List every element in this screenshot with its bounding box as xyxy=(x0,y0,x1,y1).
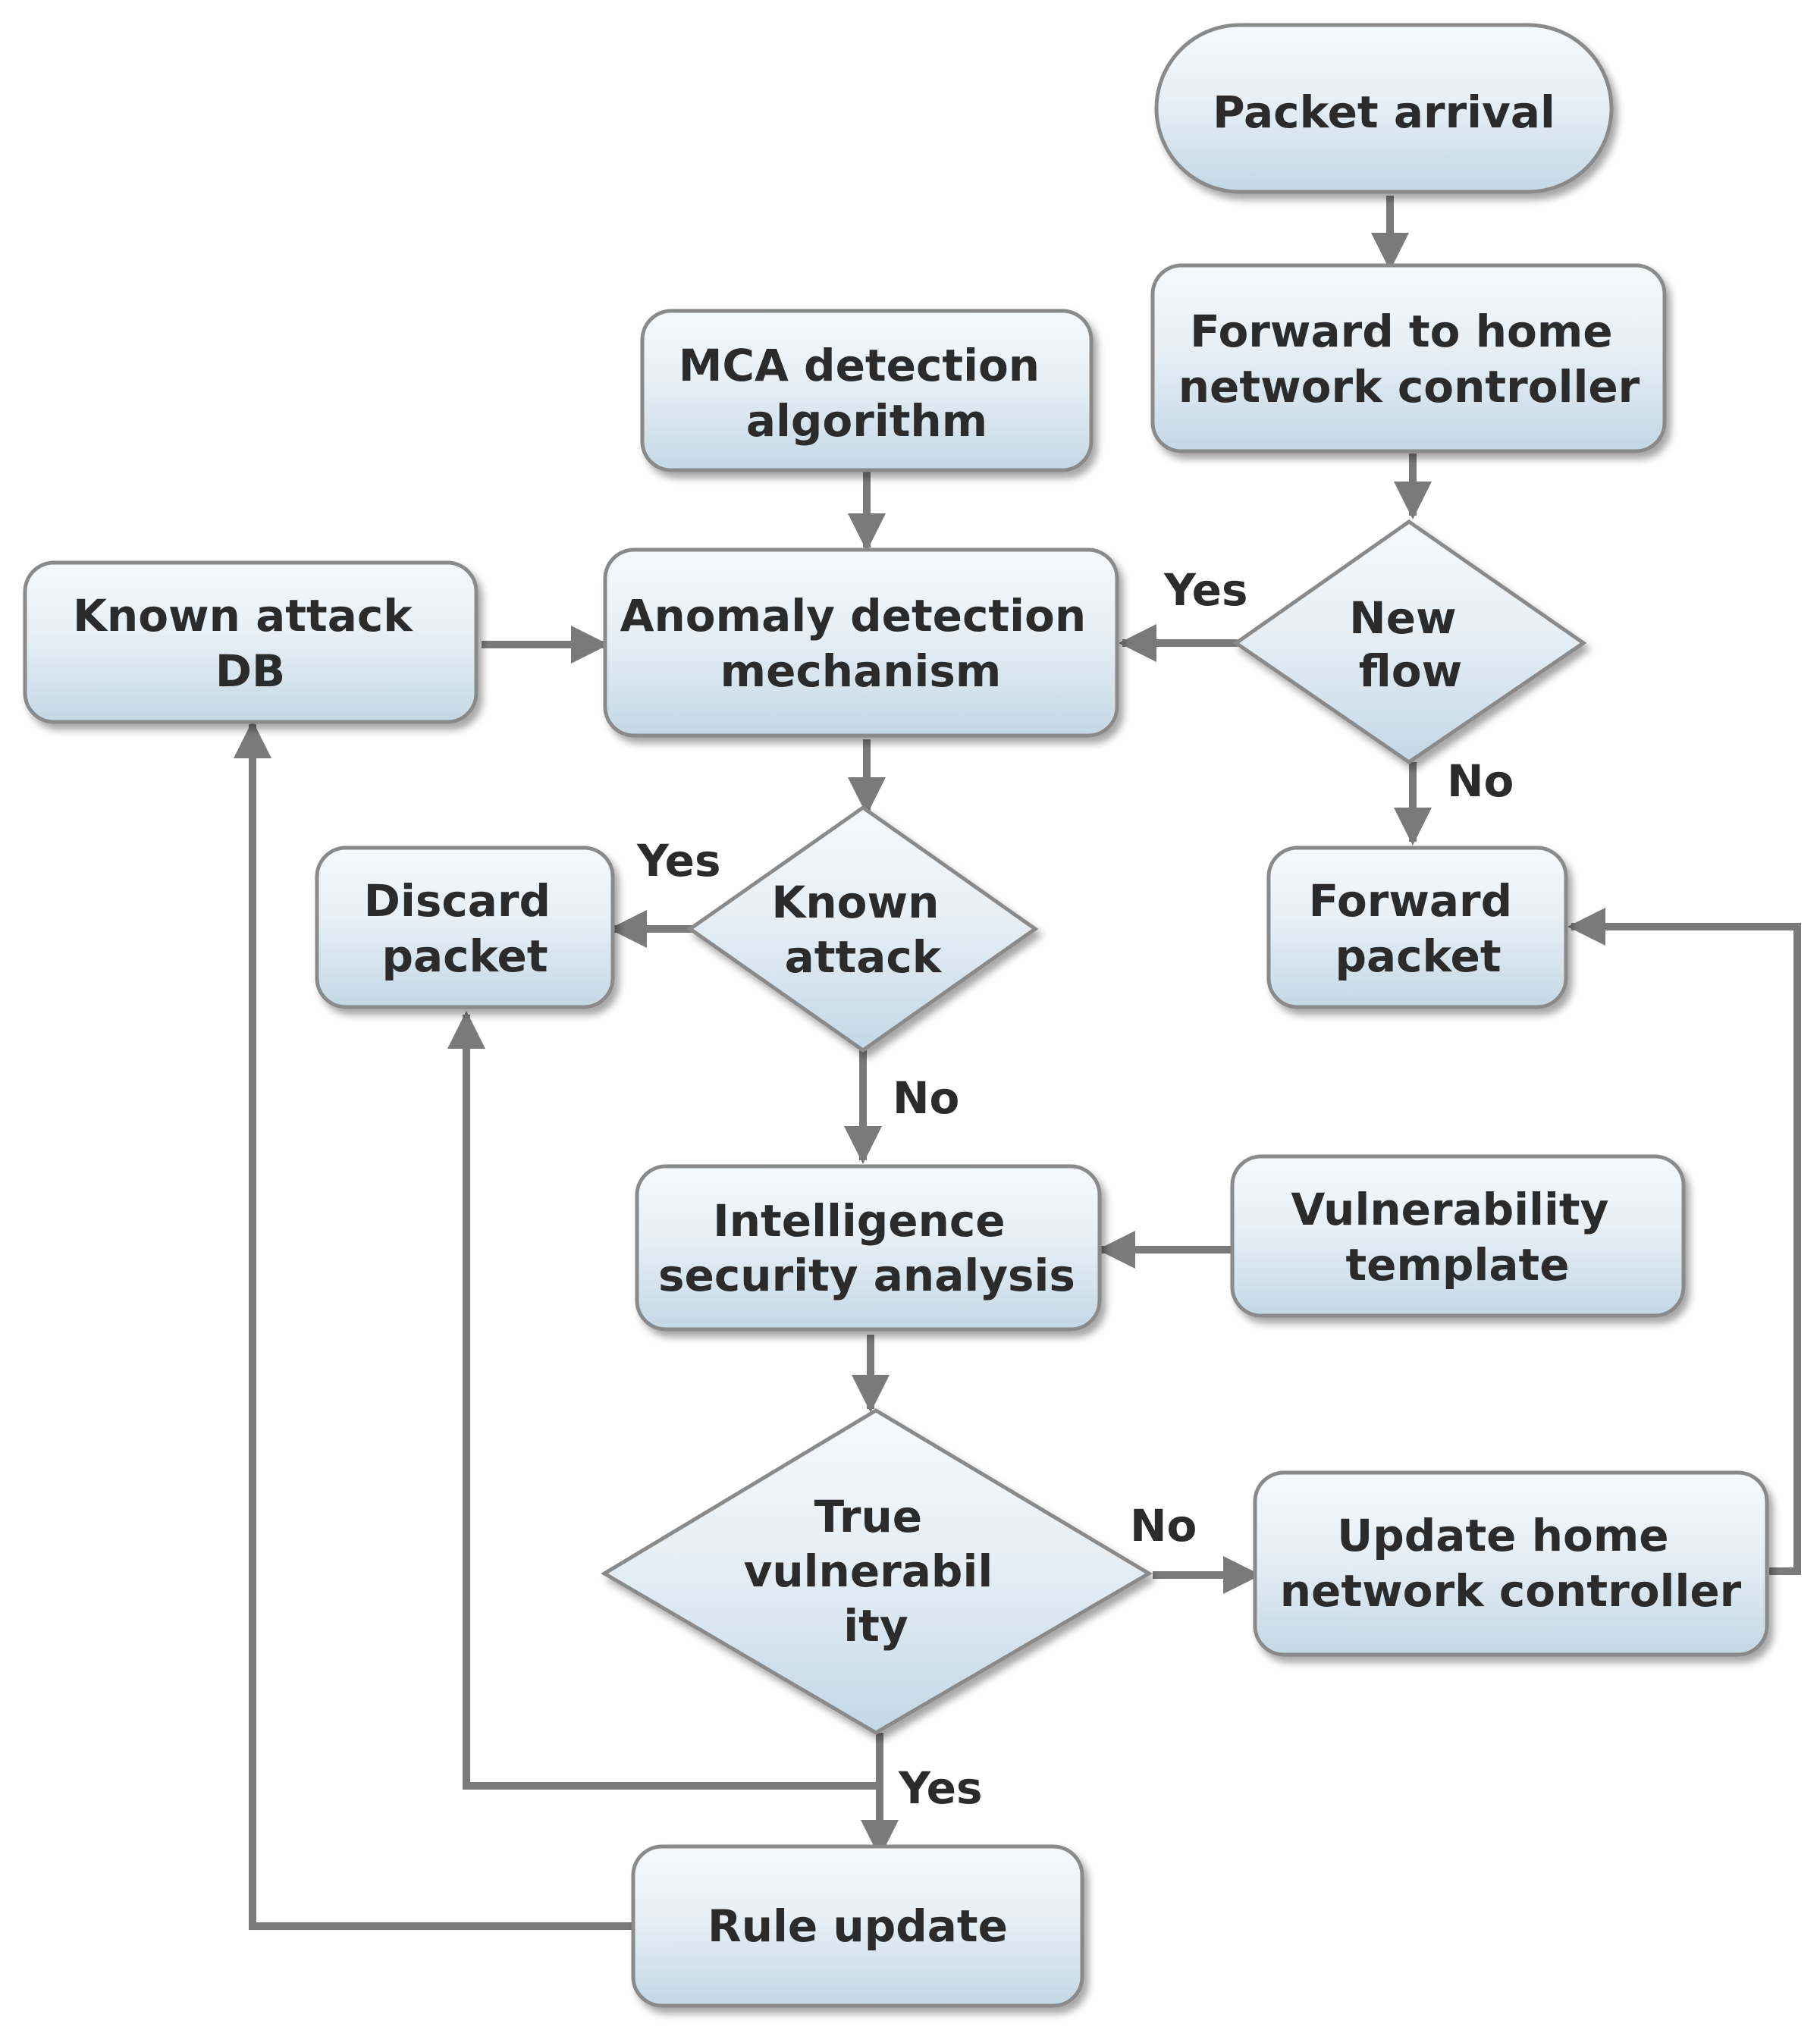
node-label: Packet arrival xyxy=(1213,86,1555,138)
node-discard-packet: Discard packet xyxy=(315,846,615,1009)
node-shape xyxy=(1232,519,1587,765)
node-label-line: Forward xyxy=(1309,875,1513,927)
node-shape xyxy=(1230,1154,1686,1318)
node-anomaly-detection-mechanism: Anomaly detection mechanism xyxy=(603,548,1119,738)
node-vulnerability-template: Vulnerability template xyxy=(1230,1154,1686,1318)
node-label: Discard packet xyxy=(364,875,566,982)
node-shape xyxy=(1150,263,1667,453)
node-shape xyxy=(1266,846,1568,1009)
edges xyxy=(234,196,1801,1930)
node-label-line: algorithm xyxy=(746,395,987,447)
node-shape xyxy=(635,1164,1102,1332)
node-label: Forward packet xyxy=(1309,875,1528,982)
node-label-line: network controller xyxy=(1280,1565,1742,1617)
node-label-line: Known attack xyxy=(73,590,413,642)
node-mca-detection-algorithm: MCA detection algorithm xyxy=(640,309,1094,472)
node-known-attack-db: Known attack DB xyxy=(23,560,479,724)
node-shape xyxy=(686,805,1039,1053)
node-label: Known attack xyxy=(771,877,954,983)
node-label-line: Forward to home xyxy=(1190,306,1612,357)
edge-label-true-vuln-no: No xyxy=(1130,1500,1197,1552)
node-label-line: packet xyxy=(381,930,548,982)
node-label-line: network controller xyxy=(1178,361,1640,413)
node-label-line: mechanism xyxy=(720,645,1002,697)
node-label-line: attack xyxy=(785,931,943,983)
node-label-line: Anomaly detection xyxy=(620,590,1087,642)
node-packet-arrival: Packet arrival xyxy=(1154,23,1614,194)
node-label-line: DB xyxy=(215,645,285,697)
node-label: Intelligence security analysis xyxy=(658,1195,1075,1301)
node-label-line: vulnerabil xyxy=(744,1545,993,1597)
node-shape xyxy=(1253,1470,1769,1657)
node-forward-packet: Forward packet xyxy=(1266,846,1568,1009)
edge-label-new-flow-yes: Yes xyxy=(1163,564,1248,616)
node-shape xyxy=(631,1844,1084,2008)
node-label-line: Known xyxy=(771,877,939,928)
nodes: Packet arrival Forward to home network c… xyxy=(23,23,1769,2008)
node-label: Update home network controller xyxy=(1280,1510,1742,1617)
node-label: New flow xyxy=(1349,592,1472,697)
node-shape xyxy=(23,560,479,724)
node-shape xyxy=(601,1408,1153,1735)
node-label-line: New xyxy=(1349,592,1456,644)
edge-rule-update-to-known-db xyxy=(234,720,635,1930)
node-new-flow-decision: New flow xyxy=(1232,519,1587,765)
node-label-line: True xyxy=(814,1491,922,1542)
node-label-line: Rule update xyxy=(708,1900,1008,1952)
node-shape xyxy=(315,846,615,1009)
node-rule-update: Rule update xyxy=(631,1844,1084,2008)
node-label-line: Update home xyxy=(1337,1510,1668,1561)
node-label-line: Vulnerability xyxy=(1291,1184,1608,1235)
node-label-line: Intelligence xyxy=(713,1195,1005,1247)
node-label-line: ity xyxy=(843,1600,908,1652)
edge-true-vuln-yes-to-discard xyxy=(447,1011,880,1790)
node-label: True vulnerabil ity xyxy=(744,1491,1009,1652)
node-update-home-network-controller: Update home network controller xyxy=(1253,1470,1769,1657)
edge-label-known-attack-yes: Yes xyxy=(636,835,721,886)
node-shape xyxy=(640,309,1094,472)
node-known-attack-decision: Known attack xyxy=(686,805,1039,1053)
edge-labels: Yes No Yes No No Yes xyxy=(636,564,1514,1814)
node-label-line: security analysis xyxy=(658,1250,1075,1301)
node-label-line: flow xyxy=(1359,645,1462,697)
node-label: Rule update xyxy=(708,1900,1008,1952)
node-true-vulnerability-decision: True vulnerabil ity xyxy=(601,1408,1153,1735)
node-label-line: Packet arrival xyxy=(1213,86,1555,138)
node-shape xyxy=(603,548,1119,738)
edge-update-home-to-forward-packet xyxy=(1567,908,1801,1575)
node-label: Vulnerability template xyxy=(1291,1184,1624,1291)
node-label: Forward to home network controller xyxy=(1178,306,1640,413)
node-label: MCA detection algorithm xyxy=(679,340,1056,447)
edge-label-true-vuln-yes: Yes xyxy=(898,1762,983,1814)
edge-label-known-attack-no: No xyxy=(893,1072,959,1124)
node-label-line: template xyxy=(1345,1239,1569,1291)
node-label: Anomaly detection mechanism xyxy=(620,590,1102,697)
node-intelligence-security-analysis: Intelligence security analysis xyxy=(635,1164,1102,1332)
node-label: Known attack DB xyxy=(73,590,428,697)
node-label-line: packet xyxy=(1335,930,1501,982)
node-label-line: Discard xyxy=(364,875,551,927)
node-label-line: MCA detection xyxy=(679,340,1040,391)
edge-label-new-flow-no: No xyxy=(1447,755,1514,807)
node-shape xyxy=(1154,23,1614,194)
node-forward-to-home-controller: Forward to home network controller xyxy=(1150,263,1667,453)
